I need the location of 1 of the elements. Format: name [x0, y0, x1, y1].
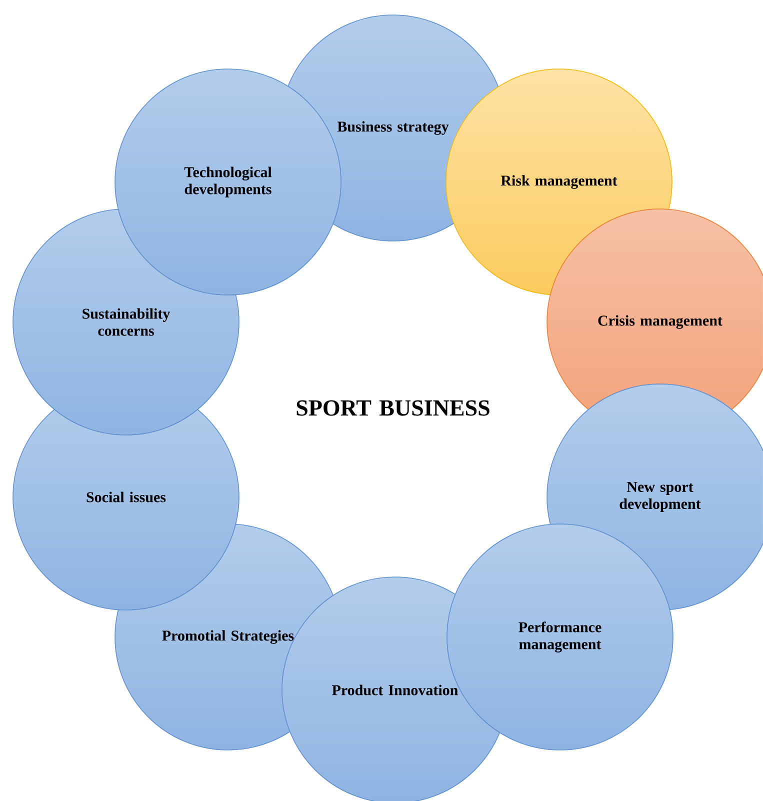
center-title: SPORT BUSINESS: [296, 400, 490, 416]
